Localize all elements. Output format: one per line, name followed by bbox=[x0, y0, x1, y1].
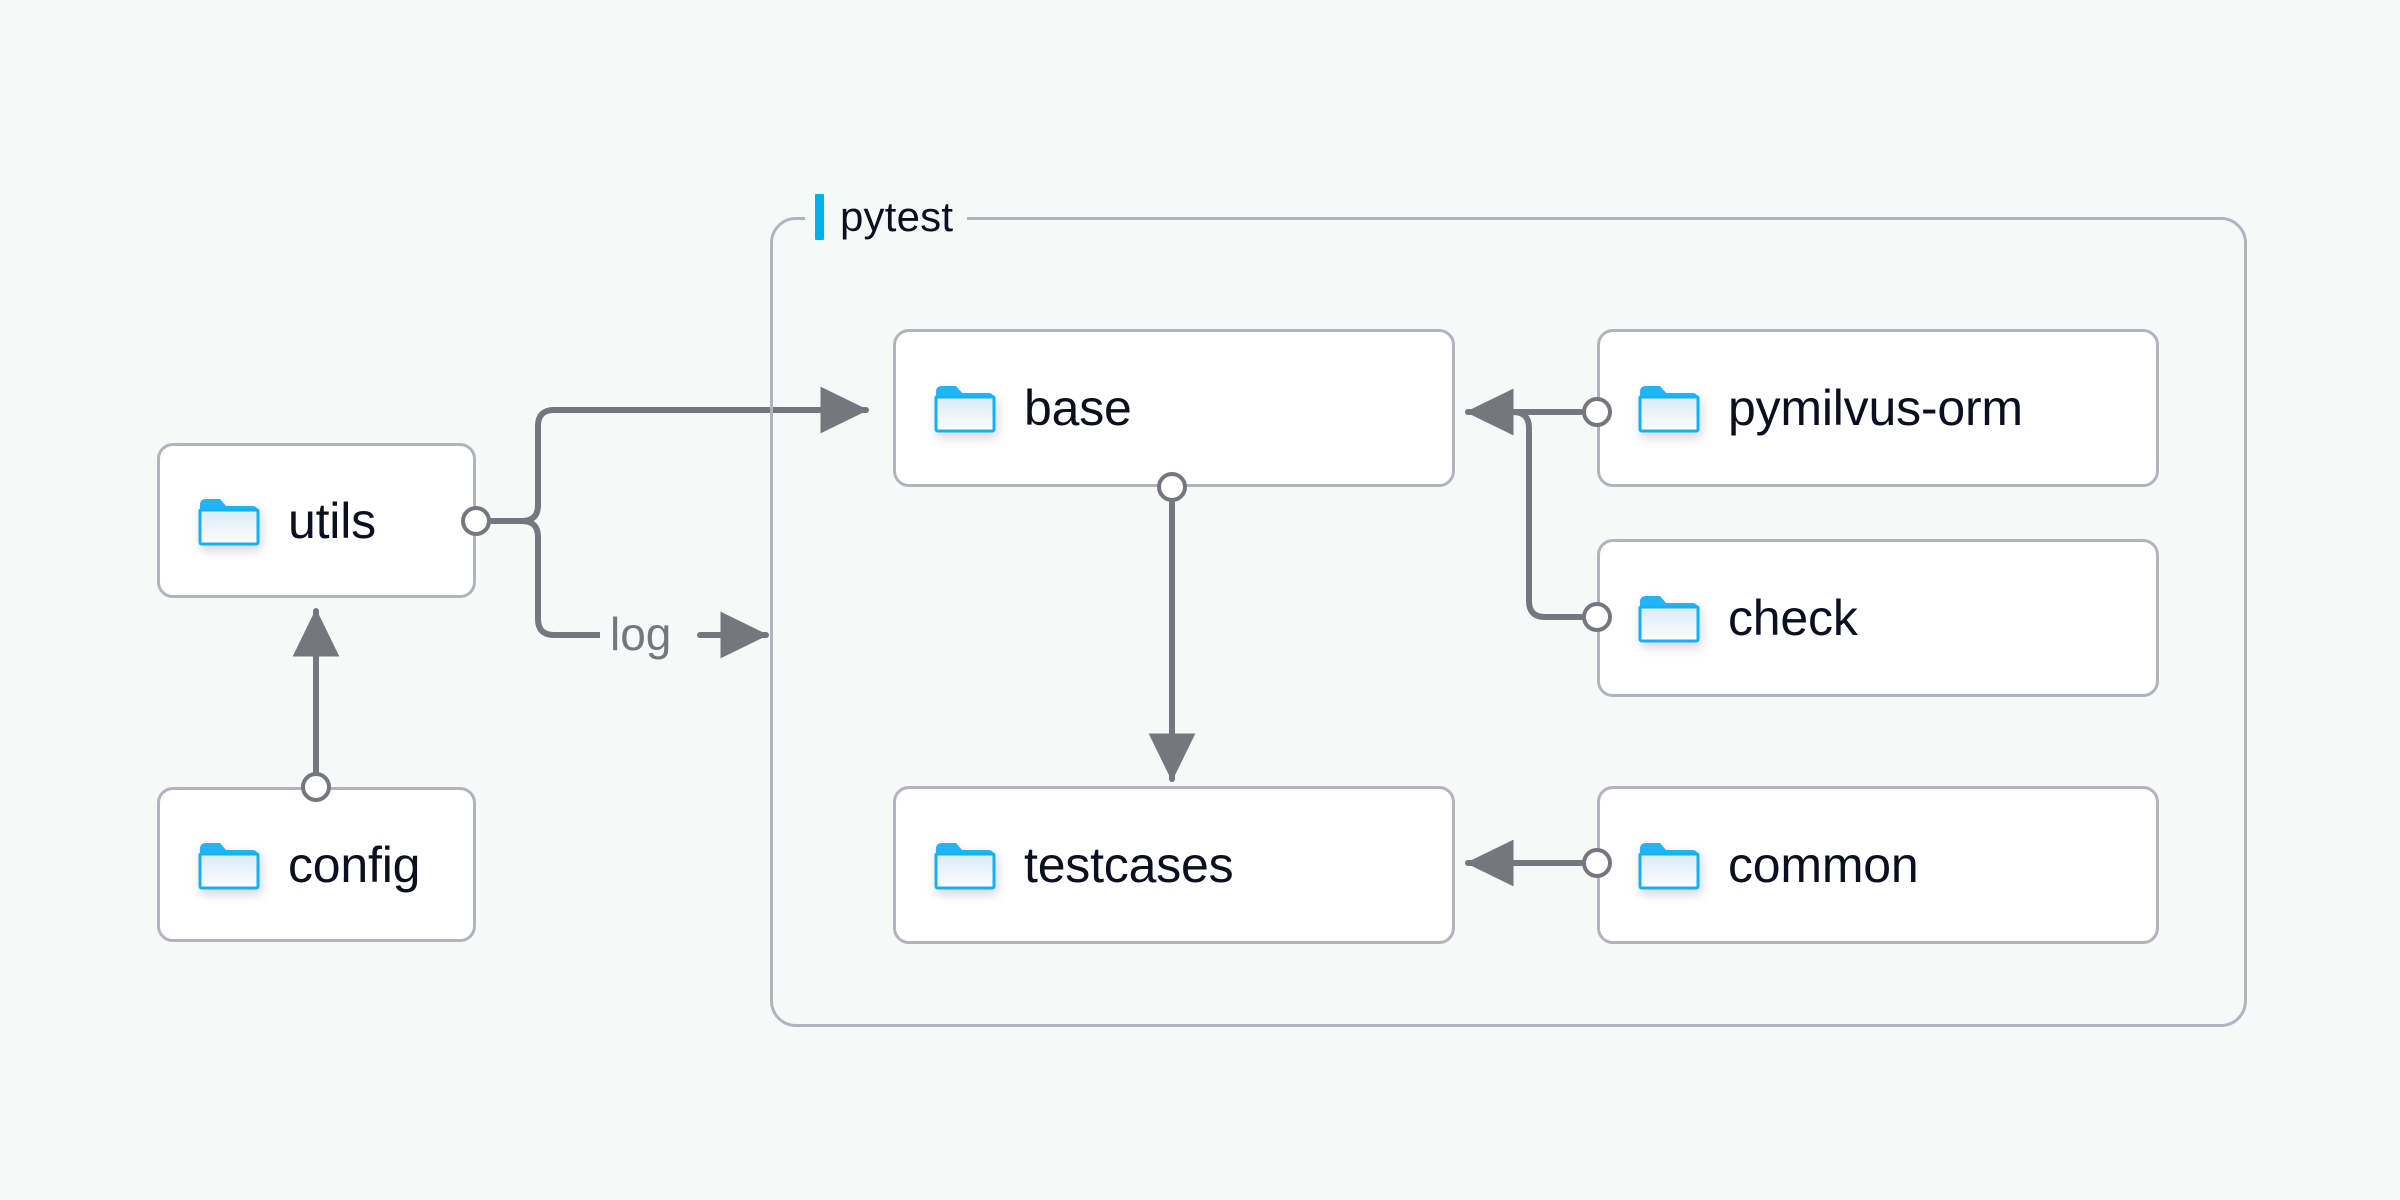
node-common[interactable]: common bbox=[1597, 786, 2159, 944]
node-testcases[interactable]: testcases bbox=[893, 786, 1455, 944]
node-utils[interactable]: utils bbox=[157, 443, 476, 598]
group-accent-bar bbox=[815, 194, 824, 240]
folder-icon bbox=[198, 839, 260, 891]
port-utils-right[interactable] bbox=[461, 506, 491, 536]
group-title-label: pytest bbox=[840, 193, 954, 240]
folder-icon bbox=[1638, 839, 1700, 891]
node-base[interactable]: base bbox=[893, 329, 1455, 487]
edge-utils-log bbox=[489, 518, 603, 638]
folder-icon bbox=[934, 839, 996, 891]
group-pytest-title: pytest bbox=[805, 189, 968, 245]
port-pymilvus-orm-left[interactable] bbox=[1582, 397, 1612, 427]
node-label: testcases bbox=[1024, 837, 1234, 893]
group-pytest[interactable] bbox=[770, 217, 2247, 1027]
folder-icon bbox=[1638, 382, 1700, 434]
node-check[interactable]: check bbox=[1597, 539, 2159, 697]
node-label: common bbox=[1728, 837, 1919, 893]
port-check-left[interactable] bbox=[1582, 602, 1612, 632]
port-config-top[interactable] bbox=[301, 772, 331, 802]
edge-label-log: log bbox=[600, 611, 682, 657]
node-label: base bbox=[1024, 380, 1132, 436]
node-label: config bbox=[288, 836, 421, 893]
folder-icon bbox=[198, 495, 260, 547]
node-label: utils bbox=[288, 492, 376, 549]
port-base-bottom[interactable] bbox=[1157, 472, 1187, 502]
node-pymilvus-orm[interactable]: pymilvus-orm bbox=[1597, 329, 2159, 487]
node-label: check bbox=[1728, 590, 1858, 646]
folder-icon bbox=[934, 382, 996, 434]
folder-icon bbox=[1638, 592, 1700, 644]
port-common-left[interactable] bbox=[1582, 848, 1612, 878]
node-label: pymilvus-orm bbox=[1728, 380, 2023, 436]
node-config[interactable]: config bbox=[157, 787, 476, 942]
